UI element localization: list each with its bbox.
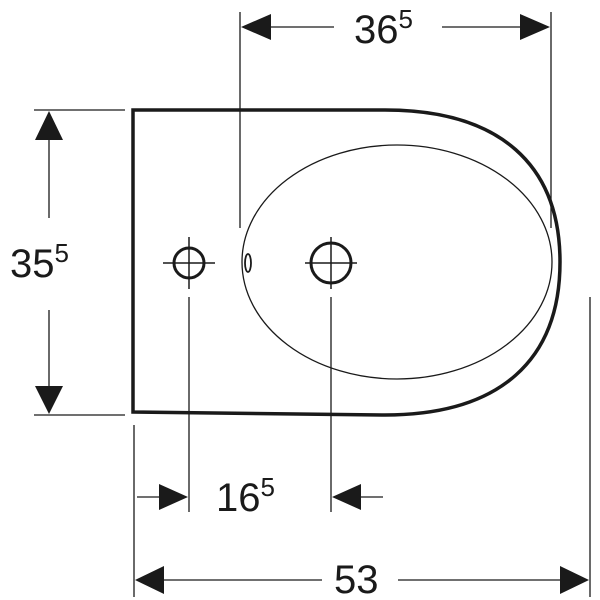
dimension-label-tap-spacing: 165	[216, 474, 275, 520]
arrowhead-right	[159, 484, 188, 510]
dimension-superscript: 5	[398, 4, 413, 34]
dimension-value: 35	[10, 242, 55, 286]
arrowhead-right	[520, 14, 550, 40]
dimension-superscript: 5	[260, 472, 275, 502]
tap-hole	[305, 237, 357, 289]
dimension-superscript: 5	[54, 238, 69, 268]
arrowhead-left	[135, 566, 164, 594]
dimension-label-overall-length: 53	[330, 560, 383, 600]
bowl-outline	[241, 144, 553, 380]
dimension-value: 36	[354, 8, 399, 52]
arrowhead-up	[35, 111, 63, 140]
fixing-hole-left	[163, 237, 215, 289]
arrowhead-left	[332, 484, 361, 510]
bidet-outline	[131, 108, 562, 417]
arrowhead-down	[35, 386, 63, 414]
dimension-label-left-height: 355	[10, 240, 69, 286]
dimension-label-top-width: 365	[354, 6, 413, 52]
dimension-value: 53	[334, 558, 379, 600]
overflow-slot	[244, 253, 252, 273]
arrowhead-right	[560, 566, 589, 594]
arrowhead-left	[241, 14, 271, 40]
dimension-value: 16	[216, 476, 261, 520]
